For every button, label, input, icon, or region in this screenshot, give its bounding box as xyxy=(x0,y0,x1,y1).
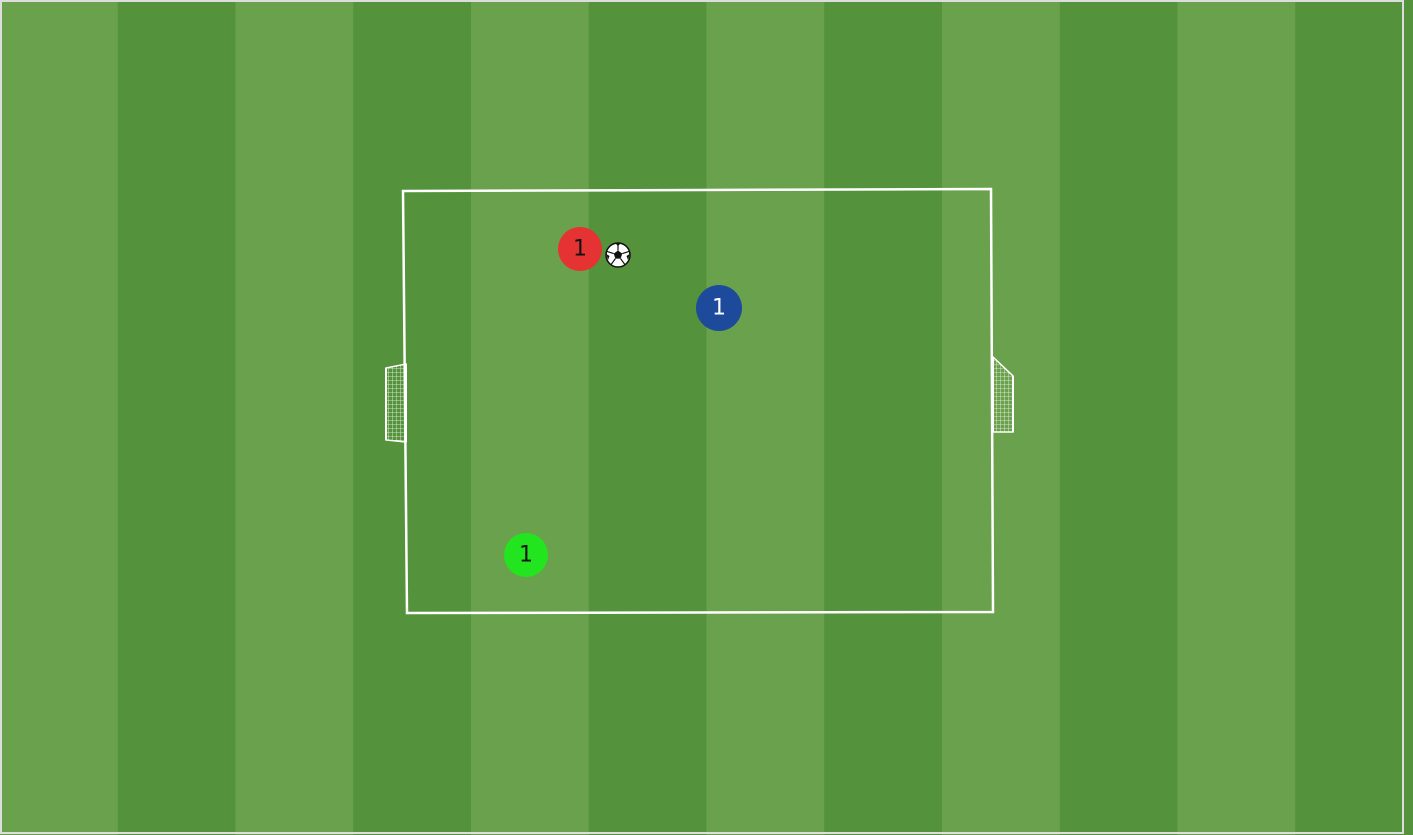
grass-stripe xyxy=(1060,0,1178,835)
grass-stripe xyxy=(589,0,707,835)
red-player-number: 1 xyxy=(573,237,587,262)
grass-stripe xyxy=(236,0,354,835)
grass-stripe xyxy=(707,0,825,835)
grass-stripe xyxy=(118,0,236,835)
blue-player-marker[interactable]: 1 xyxy=(696,285,742,331)
left-goal-net-icon xyxy=(386,364,406,442)
green-player-number: 1 xyxy=(519,543,533,568)
grass-stripe xyxy=(824,0,942,835)
blue-player-number: 1 xyxy=(712,296,726,321)
soccer-ball-icon[interactable] xyxy=(606,243,630,267)
grass-stripe xyxy=(1178,0,1296,835)
grass-stripe xyxy=(471,0,589,835)
red-player-marker[interactable]: 1 xyxy=(558,227,602,271)
grass-stripe xyxy=(0,0,118,835)
grass-stripe xyxy=(353,0,471,835)
green-player-marker[interactable]: 1 xyxy=(504,533,548,577)
grass-stripe xyxy=(1295,0,1413,835)
